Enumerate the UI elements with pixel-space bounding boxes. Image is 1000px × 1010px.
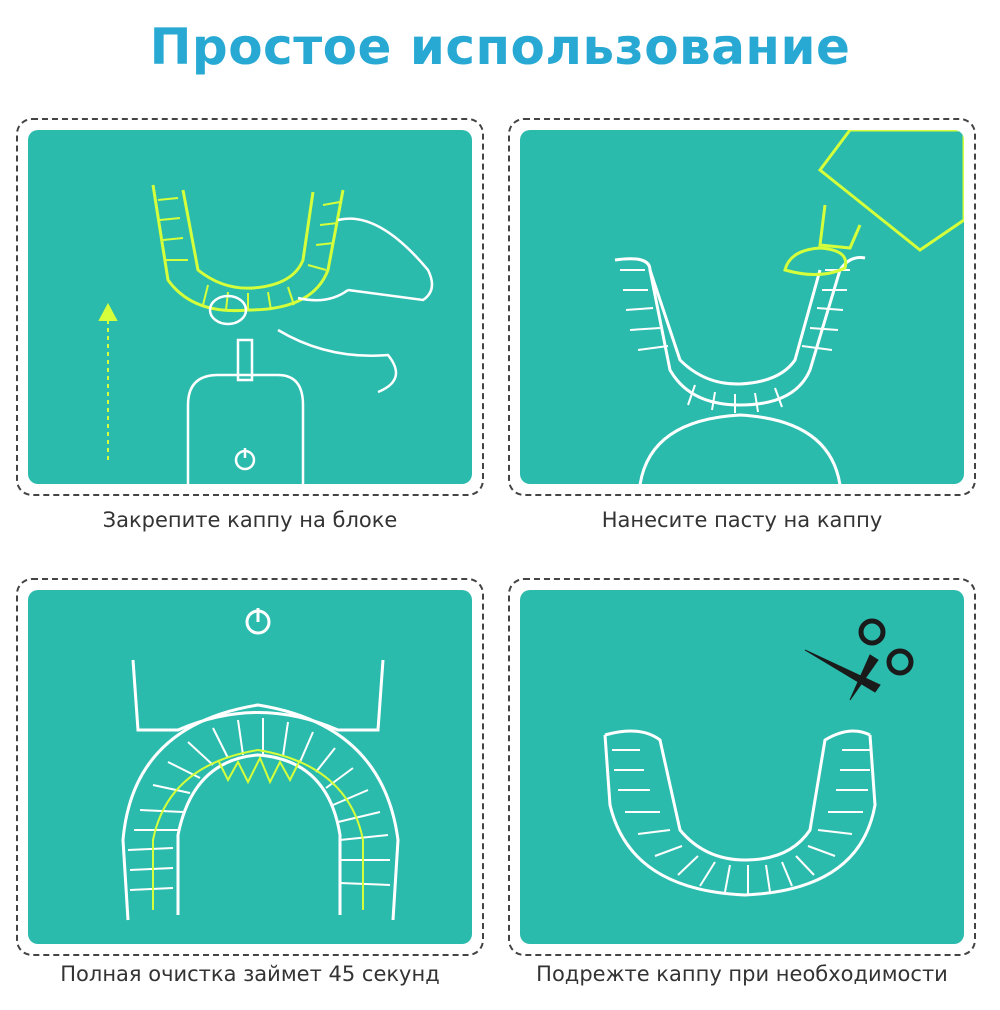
step-illustration [28, 130, 472, 484]
step-caption: Подрежте каппу при необходимости [536, 962, 948, 986]
mouthpiece-attach-icon [98, 184, 434, 484]
step-illustration [520, 590, 964, 944]
step-card-paste [508, 118, 976, 496]
step-caption: Закрепите каппу на блоке [102, 508, 398, 532]
step-card-trim [508, 578, 976, 956]
step-caption: Нанесите пасту на каппу [601, 508, 883, 532]
toothpaste-icon [614, 130, 964, 484]
step-card-clean [16, 578, 484, 956]
cleaning-icon [121, 608, 400, 921]
step-caption: Полная очистка займет 45 секунд [60, 962, 440, 986]
step-card-attach [16, 118, 484, 496]
scissors-icon [603, 618, 914, 897]
page-title: Простое использование [149, 18, 851, 76]
step-illustration [28, 590, 472, 944]
step-illustration [520, 130, 964, 484]
